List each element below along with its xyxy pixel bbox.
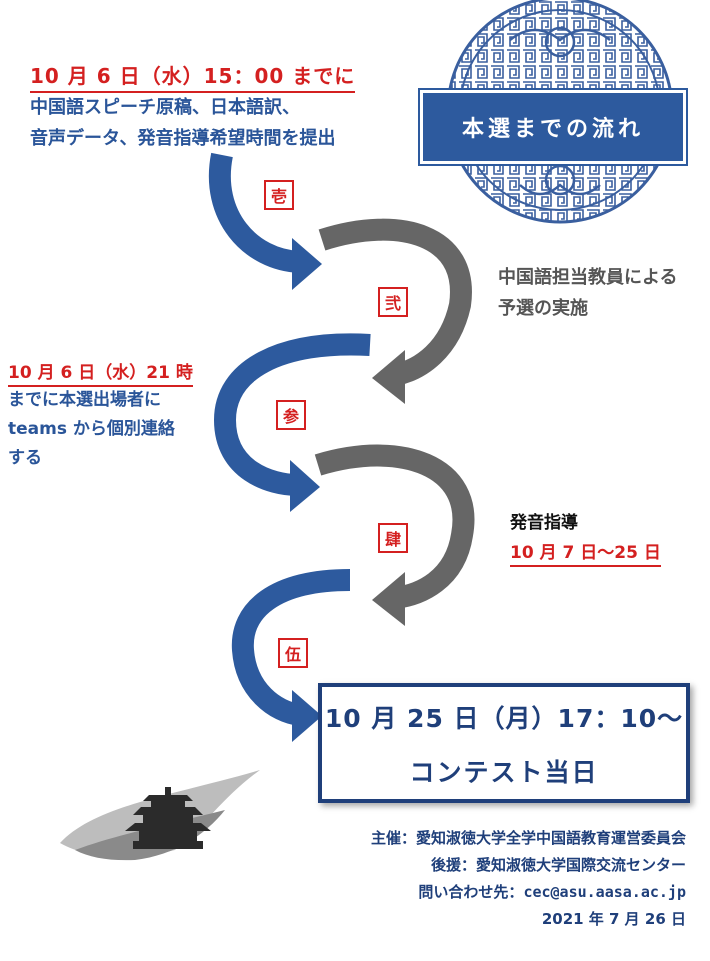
contest-label: コンテスト当日	[322, 753, 686, 789]
contest-day-box: 10 月 25 日（月）17：10～ コンテスト当日	[318, 683, 690, 803]
seal-step-4: 肆	[378, 523, 408, 553]
step3-line-2: teams から個別連絡	[8, 415, 198, 444]
issue-date: 2021 年 7 月 26 日	[371, 906, 686, 933]
organizer-line: 主催：愛知淑徳大学全学中国語教育運営委員会	[371, 825, 686, 852]
contact-line: 問い合わせ先：cec@asu.aasa.ac.jp	[371, 879, 686, 906]
support-line: 後援：愛知淑徳大学国際交流センター	[371, 852, 686, 879]
seal-step-5: 伍	[278, 638, 308, 668]
contact-email[interactable]: cec@asu.aasa.ac.jp	[523, 883, 686, 901]
step1-date: 10 月 6 日（水）15：00 までに	[30, 60, 355, 93]
step4-title: 発音指導	[510, 508, 578, 533]
step1-description: 中国語スピーチ原稿、日本語訳、 音声データ、発音指導希望時間を提出	[30, 92, 390, 154]
seal-step-1: 壱	[264, 180, 294, 210]
footer-info: 主催：愛知淑徳大学全学中国語教育運営委員会 後援：愛知淑徳大学国際交流センター …	[371, 825, 686, 933]
temple-of-heaven-illustration	[55, 765, 265, 865]
step2-line-2: 予選の実施	[498, 293, 677, 324]
step3-line-1: までに本選出場者に	[8, 386, 198, 415]
step2-description: 中国語担当教員による 予選の実施	[498, 262, 677, 324]
step3-description: までに本選出場者に teams から個別連絡 する	[8, 386, 198, 473]
step3-line-3: する	[8, 444, 198, 473]
contact-label: 問い合わせ先：	[418, 883, 523, 901]
step1-line-2: 音声データ、発音指導希望時間を提出	[30, 123, 390, 154]
step1-line-1: 中国語スピーチ原稿、日本語訳、	[30, 92, 390, 123]
seal-step-3: 参	[276, 400, 306, 430]
step3-date: 10 月 6 日（水）21 時	[8, 358, 193, 387]
contest-date: 10 月 25 日（月）17：10～	[322, 699, 686, 735]
step2-line-1: 中国語担当教員による	[498, 262, 677, 293]
step4-date: 10 月 7 日～25 日	[510, 538, 661, 567]
seal-step-2: 弐	[378, 287, 408, 317]
